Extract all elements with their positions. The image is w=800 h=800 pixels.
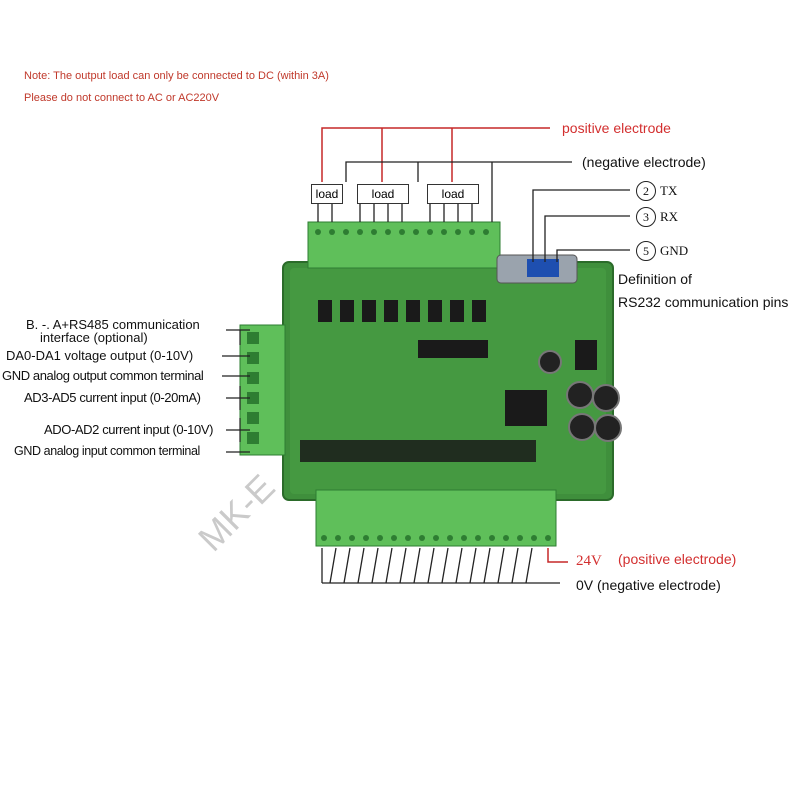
pin-name: GND <box>660 243 689 258</box>
note-line-2: Please do not connect to AC or AC220V <box>24 92 220 104</box>
rs232-pin-tx: 2 TX <box>636 181 677 201</box>
ad-voltage-input-label: ADO-AD2 current input (0-10V) <box>44 422 214 437</box>
ad-current-input-label: AD3-AD5 current input (0-20mA) <box>24 390 201 405</box>
pin-name: TX <box>660 183 678 198</box>
rs485-label-line-2: interface (optional) <box>40 330 148 345</box>
v24-positive-label: (positive electrode) <box>618 551 737 567</box>
rs485-label: B. -. A+RS485 communication <box>26 317 200 332</box>
pin-number: 3 <box>636 207 656 227</box>
rs232-leads <box>532 189 630 262</box>
load-box-1: load <box>311 184 343 204</box>
rs232-definition-line-2: RS232 communication pins <box>618 294 789 310</box>
left-terminal-block <box>239 324 286 456</box>
bottom-wiring <box>321 547 560 584</box>
da-voltage-output-label: DA0-DA1 voltage output (0-10V) <box>6 348 194 363</box>
gnd-analog-output-label: GND analog output common terminal <box>2 368 204 383</box>
negative-wiring <box>317 161 572 222</box>
load-box-3: load <box>427 184 479 204</box>
positive-electrode-label: positive electrode <box>562 120 671 136</box>
pin-number: 2 <box>636 181 656 201</box>
positive-wiring <box>321 127 550 182</box>
v0-negative-label: 0V (negative electrode) <box>576 577 721 593</box>
rs232-pin-rx: 3 RX <box>636 207 678 227</box>
pin-name: RX <box>660 209 679 224</box>
v24-label: 24V <box>576 553 602 569</box>
top-terminal-block <box>307 221 501 269</box>
v24-lead <box>547 548 568 563</box>
rs232-pin-gnd: 5 GND <box>636 241 688 261</box>
negative-electrode-label: (negative electrode) <box>582 154 706 170</box>
load-box-2: load <box>357 184 409 204</box>
pin-number: 5 <box>636 241 656 261</box>
note-line-1: Note: The output load can only be connec… <box>24 70 329 82</box>
left-leaders <box>222 329 250 453</box>
rs232-definition-line-1: Definition of <box>618 271 692 287</box>
gnd-analog-input-label: GND analog input common terminal <box>14 444 200 458</box>
